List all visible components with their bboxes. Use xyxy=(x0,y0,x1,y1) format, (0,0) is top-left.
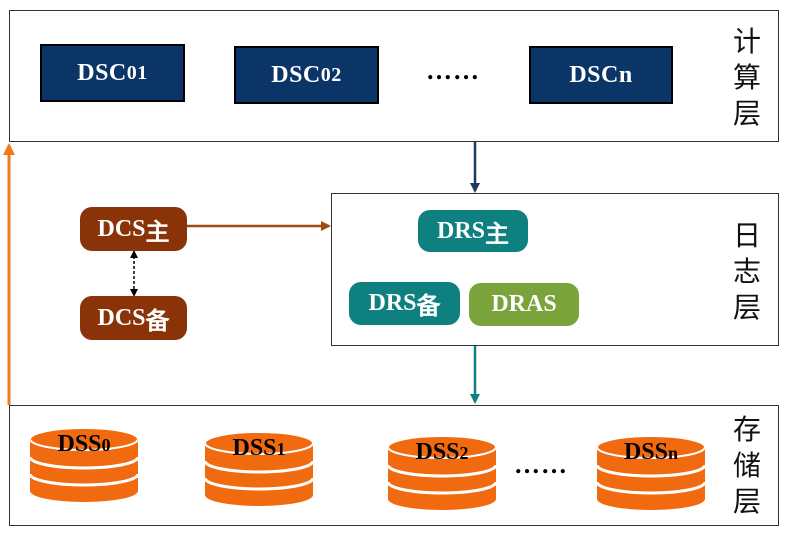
disk-platter-line xyxy=(28,473,140,487)
disk-platter-line xyxy=(386,481,498,495)
disk-cylinder-icon xyxy=(28,427,140,502)
compute-node-suffix: n xyxy=(618,61,633,88)
storage-node-dss2[interactable]: DSS2 xyxy=(386,435,498,511)
compute-node-suffix: 02 xyxy=(320,63,342,86)
disk-platter-line xyxy=(595,481,707,495)
storage-node-label: DSS2 xyxy=(415,439,469,465)
disk-platter-line xyxy=(203,460,315,474)
disk-platter-line xyxy=(203,477,315,491)
disk-top xyxy=(387,435,497,459)
disk-cylinder-icon xyxy=(595,435,707,510)
compute-node-prefix: DSC xyxy=(77,59,127,86)
storage-layer-label: 存 储 层 xyxy=(732,413,761,518)
storage-node-label: DSS1 xyxy=(232,435,286,461)
disk-body xyxy=(205,443,313,506)
disk-top xyxy=(204,431,314,455)
dcs-backup-suffix: 备 xyxy=(145,306,170,335)
dcs-backup-prefix: DCS xyxy=(97,304,146,331)
storage-node-dss0[interactable]: DSS0 xyxy=(28,427,140,503)
disk-platter-line xyxy=(595,464,707,478)
disk-platter-line xyxy=(28,456,140,470)
dcs-primary-prefix: DCS xyxy=(97,215,146,242)
disk-top xyxy=(596,435,706,459)
disk-cylinder-icon xyxy=(203,431,315,506)
drs-backup-suffix: 备 xyxy=(416,292,441,320)
dcs-primary-suffix: 主 xyxy=(145,217,170,246)
storage-node-label: DSSn xyxy=(623,439,679,465)
disk-platter-line xyxy=(386,464,498,478)
disk-body xyxy=(597,447,705,510)
storage-node-label: DSS0 xyxy=(57,431,111,457)
dras-node[interactable]: DRAS xyxy=(469,283,579,326)
compute-node-prefix: DSC xyxy=(271,61,321,88)
disk-cylinder-icon xyxy=(386,435,498,510)
compute-layer-label: 计 算 层 xyxy=(732,25,761,130)
drs-primary-prefix: DRS xyxy=(436,217,485,244)
drs-backup-prefix: DRS xyxy=(368,290,417,316)
drs-primary-suffix: 主 xyxy=(485,219,509,248)
storage-ellipsis: …… xyxy=(514,450,568,479)
disk-body xyxy=(388,447,496,510)
storage-node-dssn[interactable]: DSSn xyxy=(595,435,707,511)
disk-top xyxy=(29,427,139,451)
disk-body xyxy=(30,439,138,502)
compute-node-suffix: 01 xyxy=(126,61,148,84)
compute-ellipsis: …… xyxy=(426,56,480,85)
compute-node-prefix: DSC xyxy=(569,61,619,88)
storage-node-dss1[interactable]: DSS1 xyxy=(203,431,315,507)
log-layer-label: 日 志 层 xyxy=(732,219,761,324)
